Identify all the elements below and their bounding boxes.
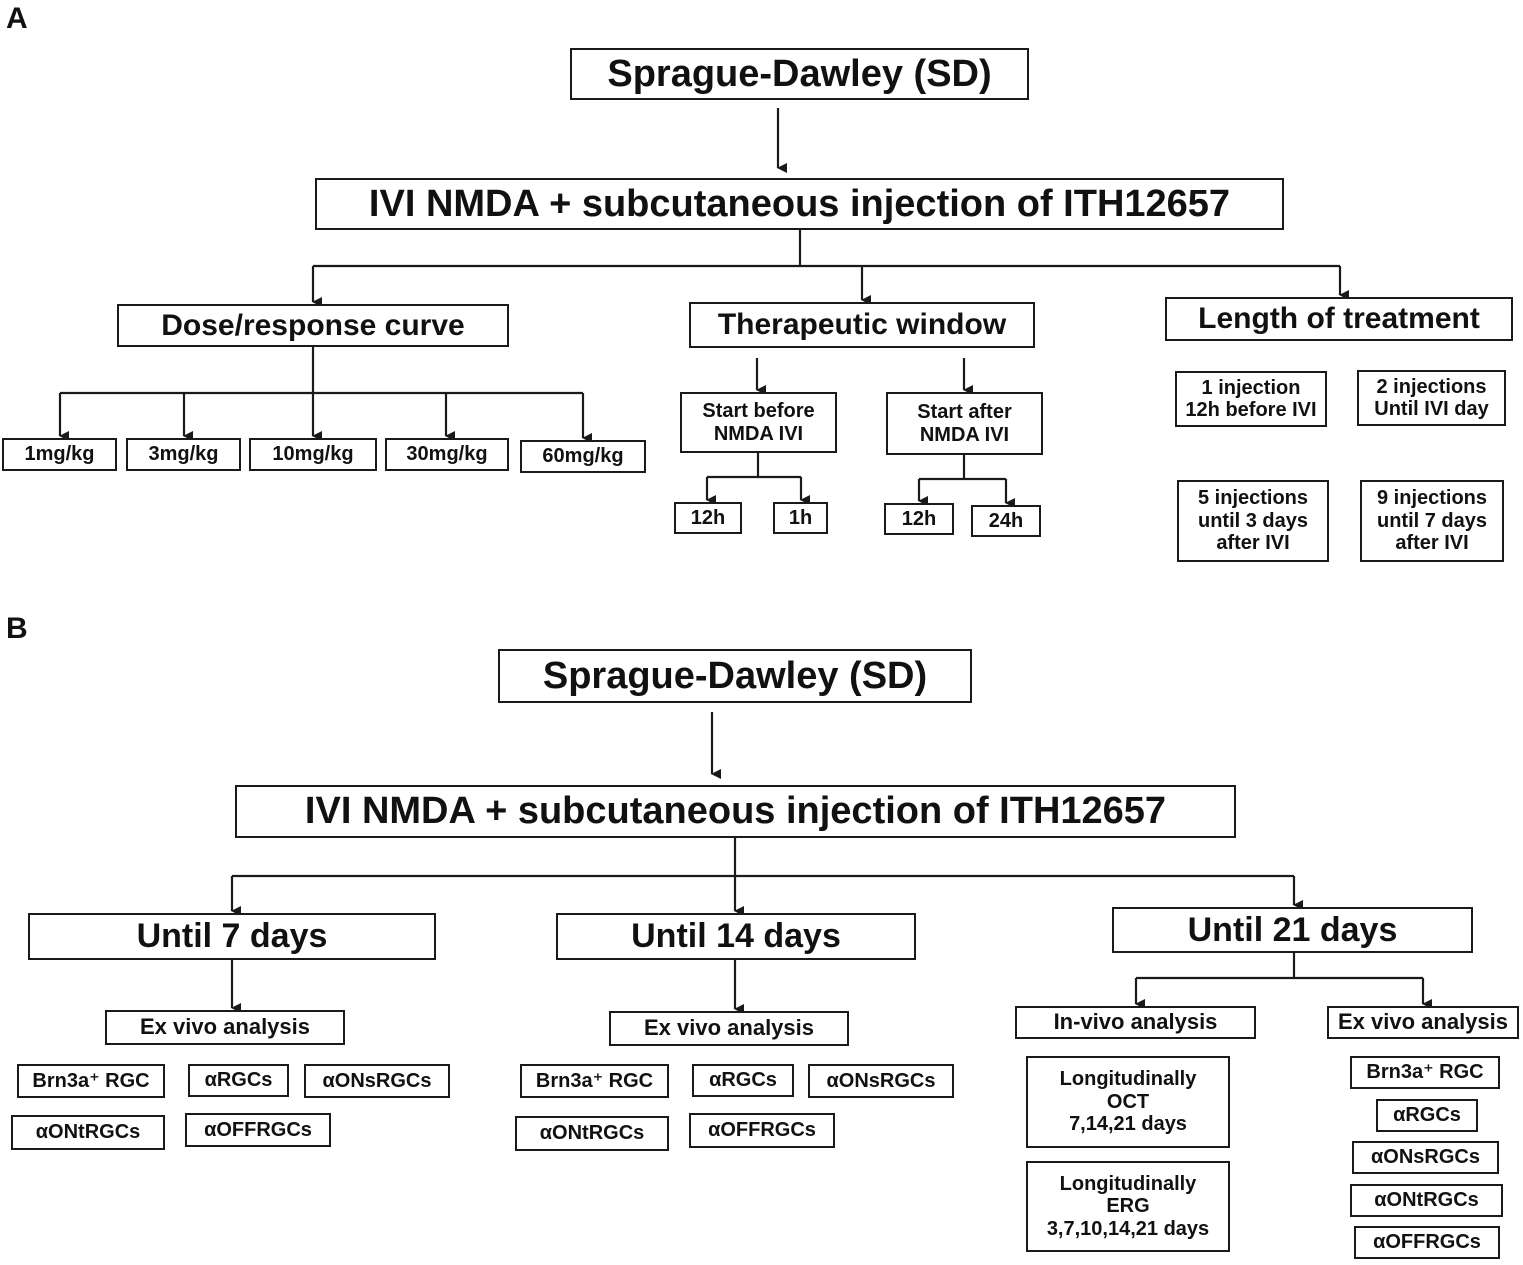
node-b-14days-aoffrgcs: αOFFRGCs [689, 1113, 835, 1148]
node-b-14days-aontrgcs: αONtRGCs [515, 1116, 669, 1151]
node-a-length-of-treatment: Length of treatment [1165, 297, 1513, 341]
node-a-before-12h: 12h [674, 502, 742, 534]
node-a-after-24h: 24h [971, 505, 1041, 537]
node-b-7days-aontrgcs: αONtRGCs [11, 1115, 165, 1150]
node-b-until-14-days: Until 14 days [556, 913, 916, 960]
node-b-sprague-dawley: Sprague-Dawley (SD) [498, 649, 972, 703]
node-b-21days-aoffrgcs: αOFFRGCs [1354, 1226, 1500, 1259]
node-b-7days-brn3a: Brn3a⁺ RGC [17, 1064, 165, 1098]
node-b-7days-ex-vivo: Ex vivo analysis [105, 1010, 345, 1045]
node-b-21days-argcs: αRGCs [1376, 1099, 1478, 1132]
node-a-length-2-injections: 2 injections Until IVI day [1357, 370, 1506, 426]
node-a-dose-3: 3mg/kg [126, 438, 241, 471]
node-a-length-9-injections: 9 injections until 7 days after IVI [1360, 480, 1504, 562]
node-a-dose-60: 60mg/kg [520, 440, 646, 473]
node-b-21days-aonsrgcs: αONsRGCs [1352, 1141, 1499, 1174]
node-a-length-5-injections: 5 injections until 3 days after IVI [1177, 480, 1329, 562]
node-b-until-7-days: Until 7 days [28, 913, 436, 960]
node-a-therapeutic-window: Therapeutic window [689, 302, 1035, 348]
node-a-length-1-injection: 1 injection 12h before IVI [1175, 371, 1327, 427]
node-b-21days-in-vivo: In-vivo analysis [1015, 1006, 1256, 1039]
node-a-start-before: Start before NMDA IVI [680, 392, 837, 453]
node-b-until-21-days: Until 21 days [1112, 907, 1473, 953]
node-b-14days-ex-vivo: Ex vivo analysis [609, 1011, 849, 1046]
node-b-21days-aontrgcs: αONtRGCs [1350, 1184, 1503, 1217]
node-a-before-1h: 1h [773, 502, 828, 534]
node-a-start-after: Start after NMDA IVI [886, 392, 1043, 455]
node-a-dose-10: 10mg/kg [249, 438, 377, 471]
node-b-7days-aoffrgcs: αOFFRGCs [185, 1113, 331, 1147]
node-b-7days-argcs: αRGCs [188, 1064, 289, 1097]
node-b-14days-brn3a: Brn3a⁺ RGC [520, 1064, 669, 1098]
panel-label-a: A [6, 2, 28, 35]
node-a-dose-response: Dose/response curve [117, 304, 509, 347]
node-b-21days-erg: Longitudinally ERG 3,7,10,14,21 days [1026, 1161, 1230, 1252]
node-b-treatment: IVI NMDA + subcutaneous injection of ITH… [235, 785, 1236, 838]
node-b-21days-oct: Longitudinally OCT 7,14,21 days [1026, 1056, 1230, 1148]
node-a-dose-1: 1mg/kg [2, 438, 117, 471]
node-a-dose-30: 30mg/kg [385, 438, 509, 471]
node-b-14days-argcs: αRGCs [692, 1064, 794, 1097]
panel-label-b: B [6, 612, 28, 645]
node-a-sprague-dawley: Sprague-Dawley (SD) [570, 48, 1029, 100]
node-b-14days-aonsrgcs: αONsRGCs [808, 1064, 954, 1098]
node-a-treatment: IVI NMDA + subcutaneous injection of ITH… [315, 178, 1284, 230]
node-b-21days-ex-vivo: Ex vivo analysis [1327, 1006, 1519, 1039]
node-b-7days-aonsrgcs: αONsRGCs [304, 1064, 450, 1098]
node-b-21days-brn3a: Brn3a⁺ RGC [1350, 1056, 1500, 1089]
node-a-after-12h: 12h [884, 503, 954, 535]
